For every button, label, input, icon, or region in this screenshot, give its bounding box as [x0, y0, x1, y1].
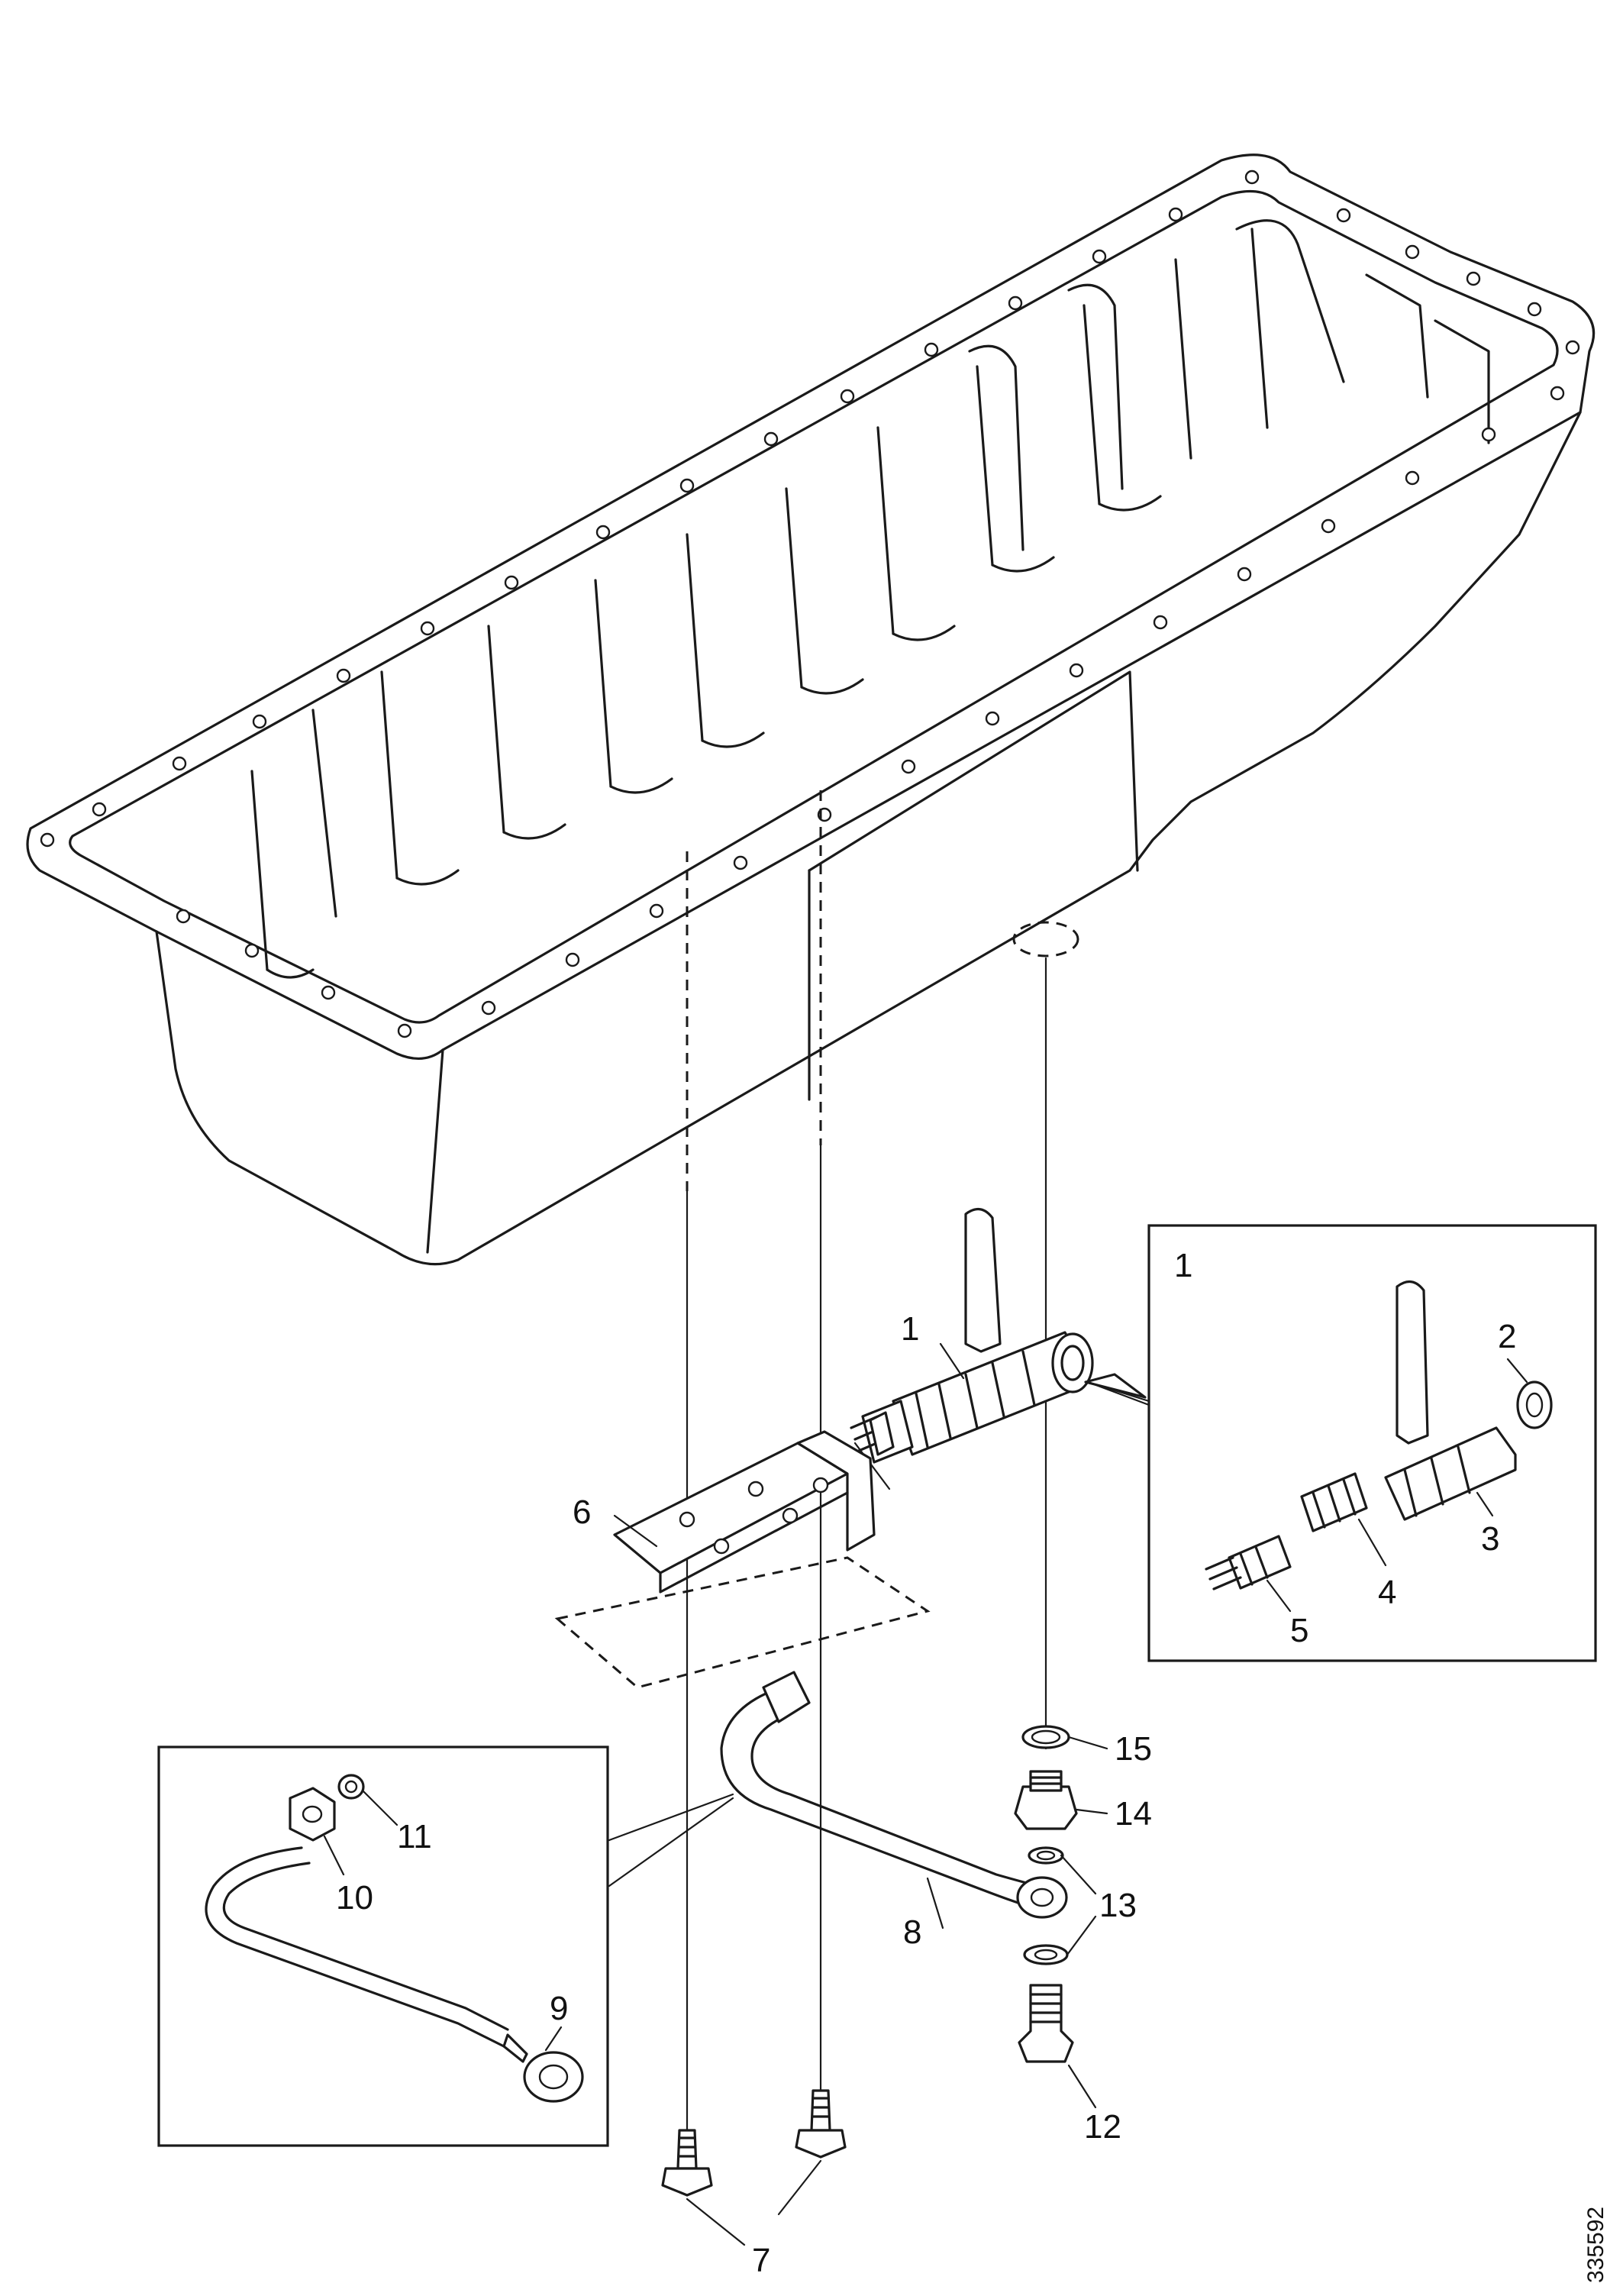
- callout-6: 6: [573, 1494, 591, 1531]
- drain-location-marker: [1012, 921, 1079, 957]
- drain-pipe: [720, 1671, 1068, 1919]
- callout-9: 9: [550, 1990, 568, 2027]
- banjo-fittings: [1014, 1725, 1078, 2063]
- callout-11: 11: [397, 1818, 432, 1855]
- detail-box-pipe: [157, 1745, 734, 2147]
- drain-valve-assembly: [850, 1208, 1094, 1490]
- callout-15: 15: [1115, 1730, 1152, 1768]
- oil-pan: [26, 153, 1596, 1266]
- leader-lines: [323, 1342, 1528, 2246]
- callout-13: 13: [1099, 1887, 1137, 1924]
- flange-bolt-holes: [40, 170, 1580, 1038]
- callout-1: 1: [901, 1310, 919, 1348]
- callout-12: 12: [1084, 2108, 1121, 2146]
- callout-5: 5: [1290, 1612, 1308, 1649]
- callout-4: 4: [1378, 1574, 1396, 1611]
- mounting-bracket: [613, 1430, 876, 1594]
- detail-box-valve: [1084, 1224, 1597, 1662]
- screws-7: [661, 2089, 847, 2197]
- callout-3: 3: [1481, 1520, 1499, 1558]
- image-reference-number: 335592: [1583, 2207, 1608, 2283]
- callout-8: 8: [903, 1913, 921, 1951]
- callout-7: 7: [752, 2242, 770, 2279]
- detail-valve-header: 1: [1174, 1247, 1192, 1284]
- banjo-bolt-12: [1018, 1984, 1074, 2063]
- bracket-outline-dashed: [554, 1556, 931, 1689]
- callout-labels: 1 6 7 8 12 13 14 15 1 2 3 4 5 9 10 11: [336, 1247, 1516, 2279]
- hollow-screw-14: [1014, 1785, 1078, 1830]
- callout-2: 2: [1498, 1318, 1516, 1355]
- fitting-5: [1228, 1535, 1292, 1590]
- callout-10: 10: [336, 1879, 373, 1917]
- callout-14: 14: [1115, 1795, 1152, 1833]
